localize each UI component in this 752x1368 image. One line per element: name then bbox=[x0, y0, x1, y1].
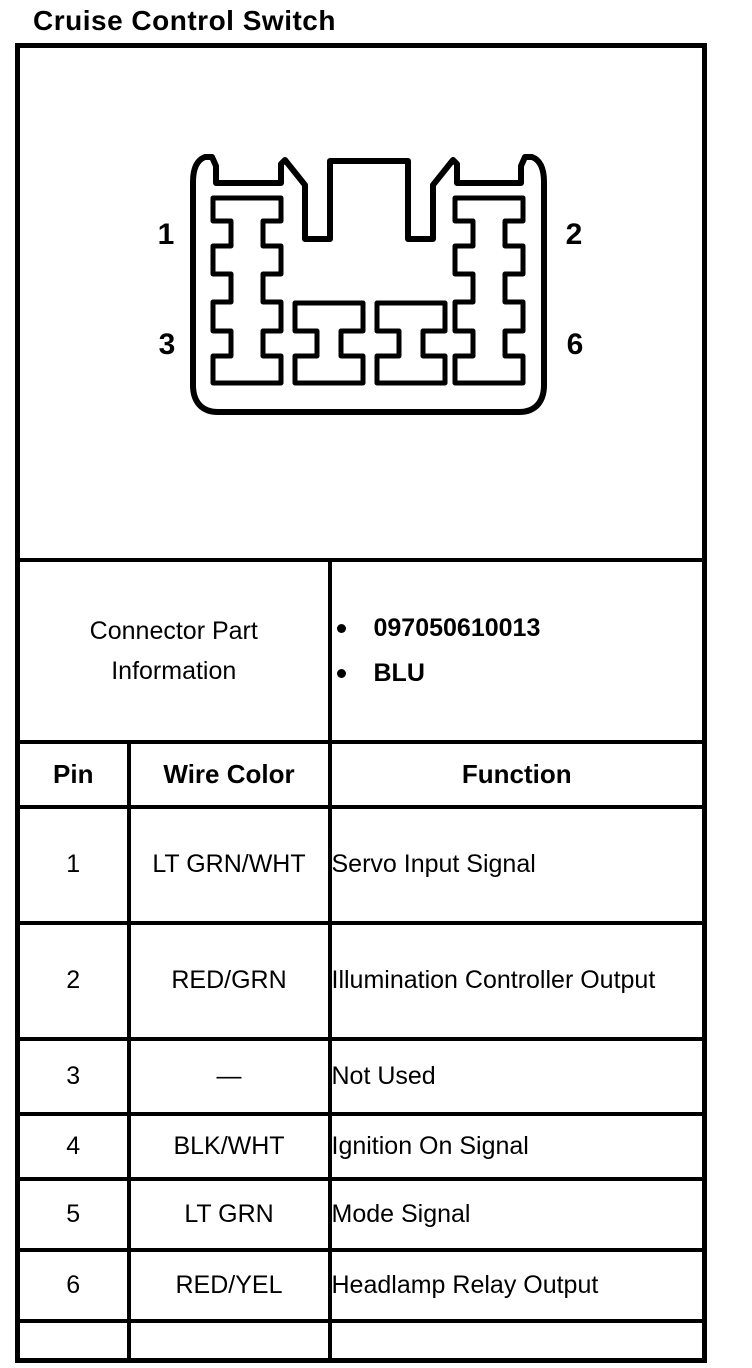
bullet-icon bbox=[336, 623, 346, 633]
table-row-pin-1: 1 LT GRN/WHT Servo Input Signal bbox=[15, 804, 707, 925]
terminal-slot-middle-right bbox=[374, 300, 448, 386]
table-row-clipped bbox=[15, 1318, 707, 1363]
diagram-pin-label-2: 2 bbox=[566, 218, 583, 251]
table-row-pin-5: 5 LT GRN Mode Signal bbox=[15, 1176, 707, 1252]
pin-number: 2 bbox=[15, 920, 131, 1041]
connector-part-info-values-cell: 097050610013 BLU bbox=[327, 557, 707, 744]
table-row-pin-2: 2 RED/GRN Illumination Controller Output bbox=[15, 920, 707, 1041]
wire-color: LT GRN/WHT bbox=[126, 804, 332, 925]
pin-number: 1 bbox=[15, 804, 131, 925]
connector-pinout-table: Connector Part Information 097050610013 … bbox=[15, 43, 708, 1363]
wire-color: LT GRN bbox=[126, 1176, 332, 1252]
table-row-pin-4: 4 BLK/WHT Ignition On Signal bbox=[15, 1111, 707, 1181]
connector-color-item: BLU bbox=[332, 651, 703, 696]
pin-number: 5 bbox=[15, 1176, 131, 1252]
connector-part-info-label: Connector Part Information bbox=[89, 616, 258, 685]
pin-function: Servo Input Signal bbox=[327, 804, 707, 925]
connector-part-info-label-cell: Connector Part Information bbox=[15, 557, 332, 744]
pin-function: Headlamp Relay Output bbox=[327, 1247, 707, 1323]
pin-number: 4 bbox=[15, 1111, 131, 1181]
diagram-pin-label-6: 6 bbox=[567, 328, 584, 361]
pin-function: Mode Signal bbox=[327, 1176, 707, 1252]
wire-color: RED/GRN bbox=[126, 920, 332, 1041]
pin-number: 6 bbox=[15, 1247, 131, 1323]
clipped-cell bbox=[126, 1318, 332, 1363]
part-info-row: Connector Part Information 097050610013 … bbox=[15, 557, 707, 744]
column-header-function: Function bbox=[327, 739, 707, 809]
terminal-slot-left bbox=[210, 195, 284, 386]
wire-color: — bbox=[126, 1036, 332, 1116]
pin-function: Illumination Controller Output bbox=[327, 920, 707, 1041]
terminal-slot-right bbox=[452, 195, 526, 386]
diagram-pin-label-3: 3 bbox=[159, 328, 176, 361]
table-header-row: Pin Wire Color Function bbox=[15, 739, 707, 809]
clipped-cell bbox=[15, 1318, 131, 1363]
pin-number: 3 bbox=[15, 1036, 131, 1116]
table-row-pin-3: 3 — Not Used bbox=[15, 1036, 707, 1116]
connector-face-diagram: 1 2 3 6 bbox=[158, 154, 584, 415]
page-title: Cruise Control Switch bbox=[33, 5, 336, 36]
column-header-pin: Pin bbox=[15, 739, 131, 809]
bullet-icon bbox=[336, 668, 346, 678]
pin-function: Not Used bbox=[327, 1036, 707, 1116]
wire-color: RED/YEL bbox=[126, 1247, 332, 1323]
wire-color: BLK/WHT bbox=[126, 1111, 332, 1181]
connector-color-code: BLU bbox=[373, 658, 425, 687]
terminal-slot-middle-left bbox=[292, 300, 366, 386]
column-header-wire-color: Wire Color bbox=[126, 739, 332, 809]
pin-function: Ignition On Signal bbox=[327, 1111, 707, 1181]
part-number-item: 097050610013 bbox=[332, 606, 703, 651]
connector-part-number: 097050610013 bbox=[373, 613, 541, 642]
table-row-pin-6: 6 RED/YEL Headlamp Relay Output bbox=[15, 1247, 707, 1323]
diagram-pin-label-1: 1 bbox=[158, 218, 175, 251]
clipped-cell bbox=[327, 1318, 707, 1363]
